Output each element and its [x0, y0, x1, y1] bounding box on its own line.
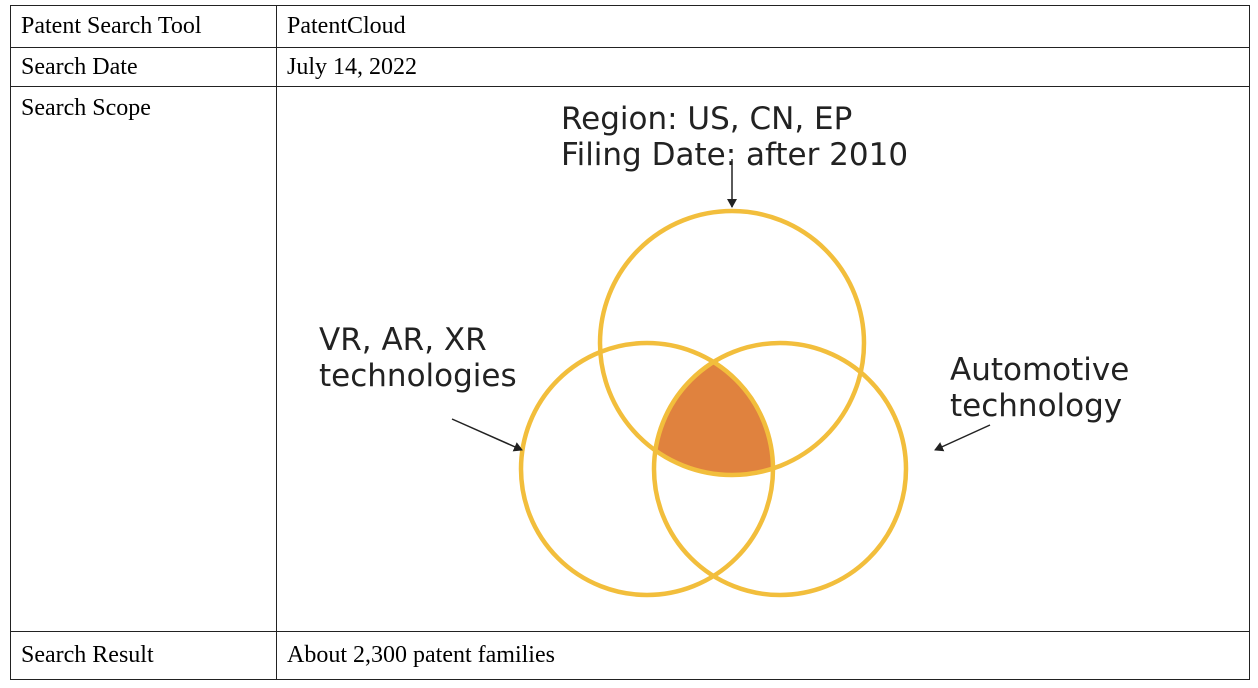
right-label-line: Automotive — [950, 352, 1129, 388]
top-label: Region: US, CN, EP Filing Date: after 20… — [561, 101, 908, 173]
row-label: Search Result — [10, 631, 277, 680]
vr-ar-xr-circle — [518, 341, 776, 598]
top-label-line: Region: US, CN, EP — [561, 101, 852, 137]
table-row: Patent Search Tool PatentCloud — [10, 5, 1250, 48]
search-scope-diagram-cell: Region: US, CN, EP Filing Date: after 20… — [276, 86, 1250, 633]
right-label-line: technology — [950, 388, 1122, 424]
right-arrow — [934, 424, 991, 452]
venn-diagram: Region: US, CN, EP Filing Date: after 20… — [319, 101, 1139, 598]
row-value: PatentCloud — [276, 5, 1250, 48]
right-label: Automotive technology — [950, 352, 1139, 424]
row-label: Search Scope — [10, 86, 277, 633]
left-label-line: VR, AR, XR — [319, 322, 487, 358]
table-row: Search Scope — [10, 86, 1250, 633]
automotive-circle — [651, 341, 909, 598]
top-label-line: Filing Date: after 2010 — [561, 137, 908, 173]
region-date-circle — [597, 209, 867, 478]
row-label: Patent Search Tool — [10, 5, 277, 48]
table-row: Search Result About 2,300 patent familie… — [10, 631, 1250, 680]
row-label: Search Date — [10, 46, 277, 88]
left-arrow — [451, 418, 523, 452]
intersection-region — [654, 343, 773, 476]
left-label: VR, AR, XR technologies — [319, 322, 517, 394]
row-value: About 2,300 patent families — [276, 631, 1250, 680]
left-label-line: technologies — [319, 358, 517, 394]
row-value: July 14, 2022 — [276, 46, 1250, 88]
search-info-table: Patent Search Tool PatentCloud Search Da… — [10, 5, 1250, 680]
table-row: Search Date July 14, 2022 — [10, 46, 1250, 88]
